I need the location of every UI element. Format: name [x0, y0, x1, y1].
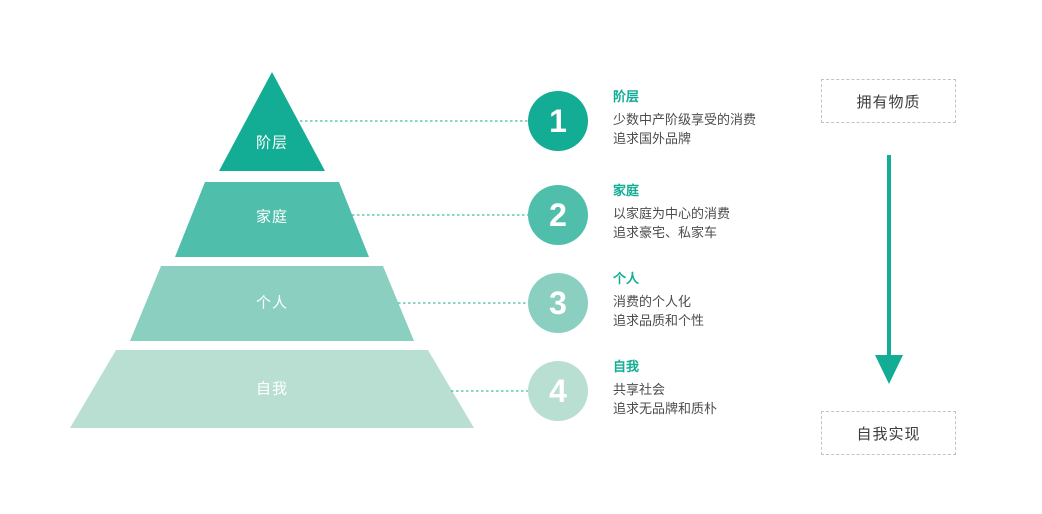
axis-bottom-box: 自我实现 [821, 411, 956, 455]
step-number-badge-1[interactable]: 1 [528, 91, 588, 151]
step-line-4-1: 共享社会 [613, 381, 666, 397]
axis-top-box: 拥有物质 [821, 79, 956, 123]
step-description-2: 家庭 以家庭为中心的消费 追求豪宅、私家车 [613, 182, 730, 242]
pyramid-level-2-label: 家庭 [255, 208, 289, 226]
step-line-1-1: 少数中产阶级享受的消费 [613, 111, 757, 127]
step-number-badge-3[interactable]: 3 [528, 273, 588, 333]
step-title-2: 家庭 [613, 183, 640, 198]
pyramid-level-1-shape [219, 72, 325, 171]
step-description-3: 个人 消费的个人化 追求品质和个性 [613, 270, 704, 330]
step-number-1: 1 [549, 103, 567, 139]
step-line-2-1: 以家庭为中心的消费 [613, 205, 731, 221]
step-title-4: 自我 [613, 359, 640, 374]
step-title-1: 阶层 [613, 89, 640, 104]
step-line-2-2: 追求豪宅、私家车 [613, 225, 718, 241]
progression-arrow-head [875, 355, 903, 384]
step-number-2: 2 [549, 197, 567, 233]
step-number-3: 3 [549, 285, 567, 321]
step-number-4: 4 [549, 373, 567, 409]
step-description-1: 阶层 少数中产阶级享受的消费 追求国外品牌 [613, 88, 756, 148]
axis-bottom-box-label: 自我实现 [856, 425, 921, 443]
step-line-3-2: 追求品质和个性 [613, 313, 705, 329]
pyramid-level-3-label: 个人 [255, 294, 289, 312]
step-number-badge-2[interactable]: 2 [528, 185, 588, 245]
step-line-3-1: 消费的个人化 [613, 293, 692, 309]
pyramid-level-4-label: 自我 [255, 380, 289, 398]
step-description-4: 自我 共享社会 追求无品牌和质朴 [613, 358, 717, 418]
step-line-4-2: 追求无品牌和质朴 [613, 401, 718, 417]
step-title-3: 个人 [613, 271, 640, 286]
step-line-1-2: 追求国外品牌 [613, 131, 692, 147]
pyramid-level-1-label: 阶层 [255, 134, 289, 152]
step-number-badge-4[interactable]: 4 [528, 361, 588, 421]
axis-top-box-label: 拥有物质 [856, 93, 921, 111]
